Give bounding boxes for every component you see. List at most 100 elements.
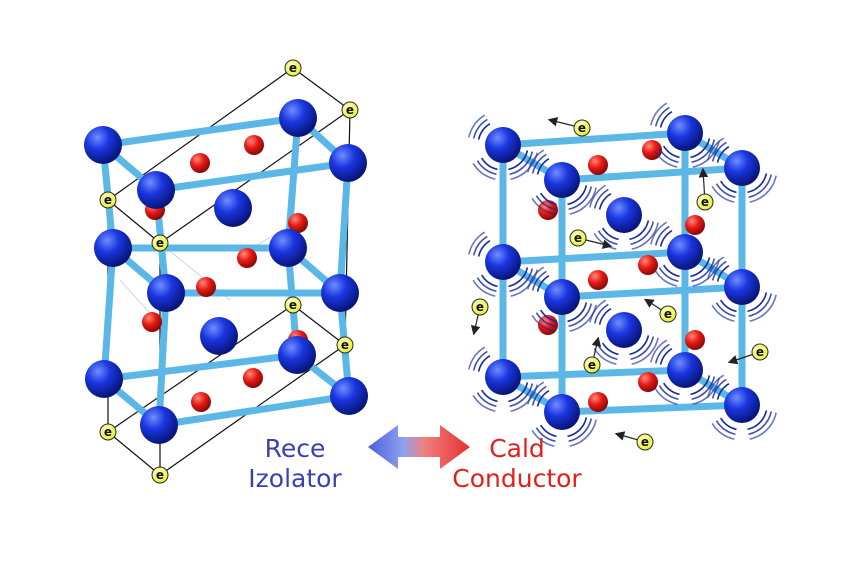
large-atom [279, 99, 317, 137]
vibration-waves [650, 102, 720, 168]
bond [499, 248, 689, 266]
large-atom [544, 162, 580, 198]
electron: e [569, 229, 587, 247]
vibration-arc [716, 383, 768, 431]
small-atom [237, 248, 257, 268]
electron-circle [569, 229, 587, 247]
small-atom [196, 277, 216, 297]
vibration-arc [711, 260, 773, 318]
double-arrow [368, 425, 470, 469]
frame-edge [107, 199, 161, 244]
small-atom [191, 392, 211, 412]
electron: e [99, 191, 117, 209]
large-atom [137, 171, 175, 209]
electron: e [341, 101, 359, 119]
electron-label: e [756, 345, 764, 359]
electron-circle [573, 119, 591, 137]
electron-circle [99, 191, 117, 209]
large-atom [724, 387, 760, 423]
large-atom [724, 150, 760, 186]
vibration-arc [531, 385, 593, 443]
electron: e [636, 433, 654, 451]
vibration-arc [659, 230, 711, 278]
electron-circle [583, 356, 601, 374]
electron-circle [99, 423, 117, 441]
vibration-arc [659, 348, 711, 396]
large-atom [269, 229, 307, 267]
electron-circle [151, 234, 169, 252]
electron-circle [751, 343, 769, 361]
free-electron: e [470, 298, 489, 336]
electron: e [751, 343, 769, 361]
small-atom [288, 213, 308, 233]
electron-label: e [341, 338, 349, 352]
vibration-arc [531, 153, 593, 211]
electron-circle [636, 433, 654, 451]
bond [99, 114, 302, 149]
electron: e [151, 466, 169, 484]
large-atom [485, 127, 521, 163]
small-atom [685, 215, 705, 235]
electron-label: e [588, 358, 596, 372]
cold-label-line1: Rece [264, 434, 326, 463]
vibration-waves [707, 256, 777, 322]
vibration-arc [472, 350, 534, 408]
vibration-arc [650, 339, 720, 405]
electron-label: e [156, 468, 164, 482]
large-atom [140, 406, 178, 444]
vibration-arc [716, 265, 768, 313]
large-atom [667, 234, 703, 270]
electron-circle [284, 296, 302, 314]
large-atom [485, 359, 521, 395]
vibration-arc [711, 378, 773, 436]
vibration-arc [598, 308, 650, 356]
vibration-waves [589, 184, 659, 250]
vibration-arc [593, 303, 655, 361]
large-atom [606, 197, 642, 233]
vibration-waves [707, 374, 777, 440]
bond [558, 164, 746, 184]
vibration-waves [527, 149, 597, 215]
electron-label: e [156, 236, 164, 250]
electron: e [471, 298, 489, 316]
vibration-waves [650, 221, 720, 287]
vibration-waves [468, 346, 538, 412]
small-atom [190, 153, 210, 173]
free-electron: e [643, 298, 677, 323]
large-atom [544, 394, 580, 430]
large-atom [278, 336, 316, 374]
electron-circle [341, 101, 359, 119]
large-atom [85, 360, 123, 398]
free-electron: e [583, 336, 602, 374]
vibration-arc [707, 256, 777, 322]
hot-label: Cald Conductor [432, 434, 602, 494]
bond [558, 401, 746, 416]
bond [155, 289, 170, 429]
small-atom [638, 372, 658, 392]
vibration-arc [477, 240, 529, 288]
small-atom [243, 368, 263, 388]
electron-circle [151, 466, 169, 484]
large-atom [147, 274, 185, 312]
electron-label: e [476, 300, 484, 314]
electron-label: e [104, 193, 112, 207]
vibration-arc [654, 106, 716, 164]
vibration-arc [527, 149, 597, 215]
frame-edge [107, 431, 161, 476]
vibration-arc [536, 390, 588, 438]
vibration-waves [650, 339, 720, 405]
vibration-arc [468, 346, 538, 412]
electron-label: e [289, 298, 297, 312]
vibration-arc [589, 299, 659, 365]
vibration-arc [468, 114, 538, 180]
vibration-waves [468, 231, 538, 297]
large-atom [214, 189, 252, 227]
electron: e [99, 423, 117, 441]
electron: e [151, 234, 169, 252]
frame-edge [292, 304, 346, 346]
electron-label: e [289, 61, 297, 75]
vibration-waves [707, 137, 777, 203]
bond [152, 159, 352, 194]
